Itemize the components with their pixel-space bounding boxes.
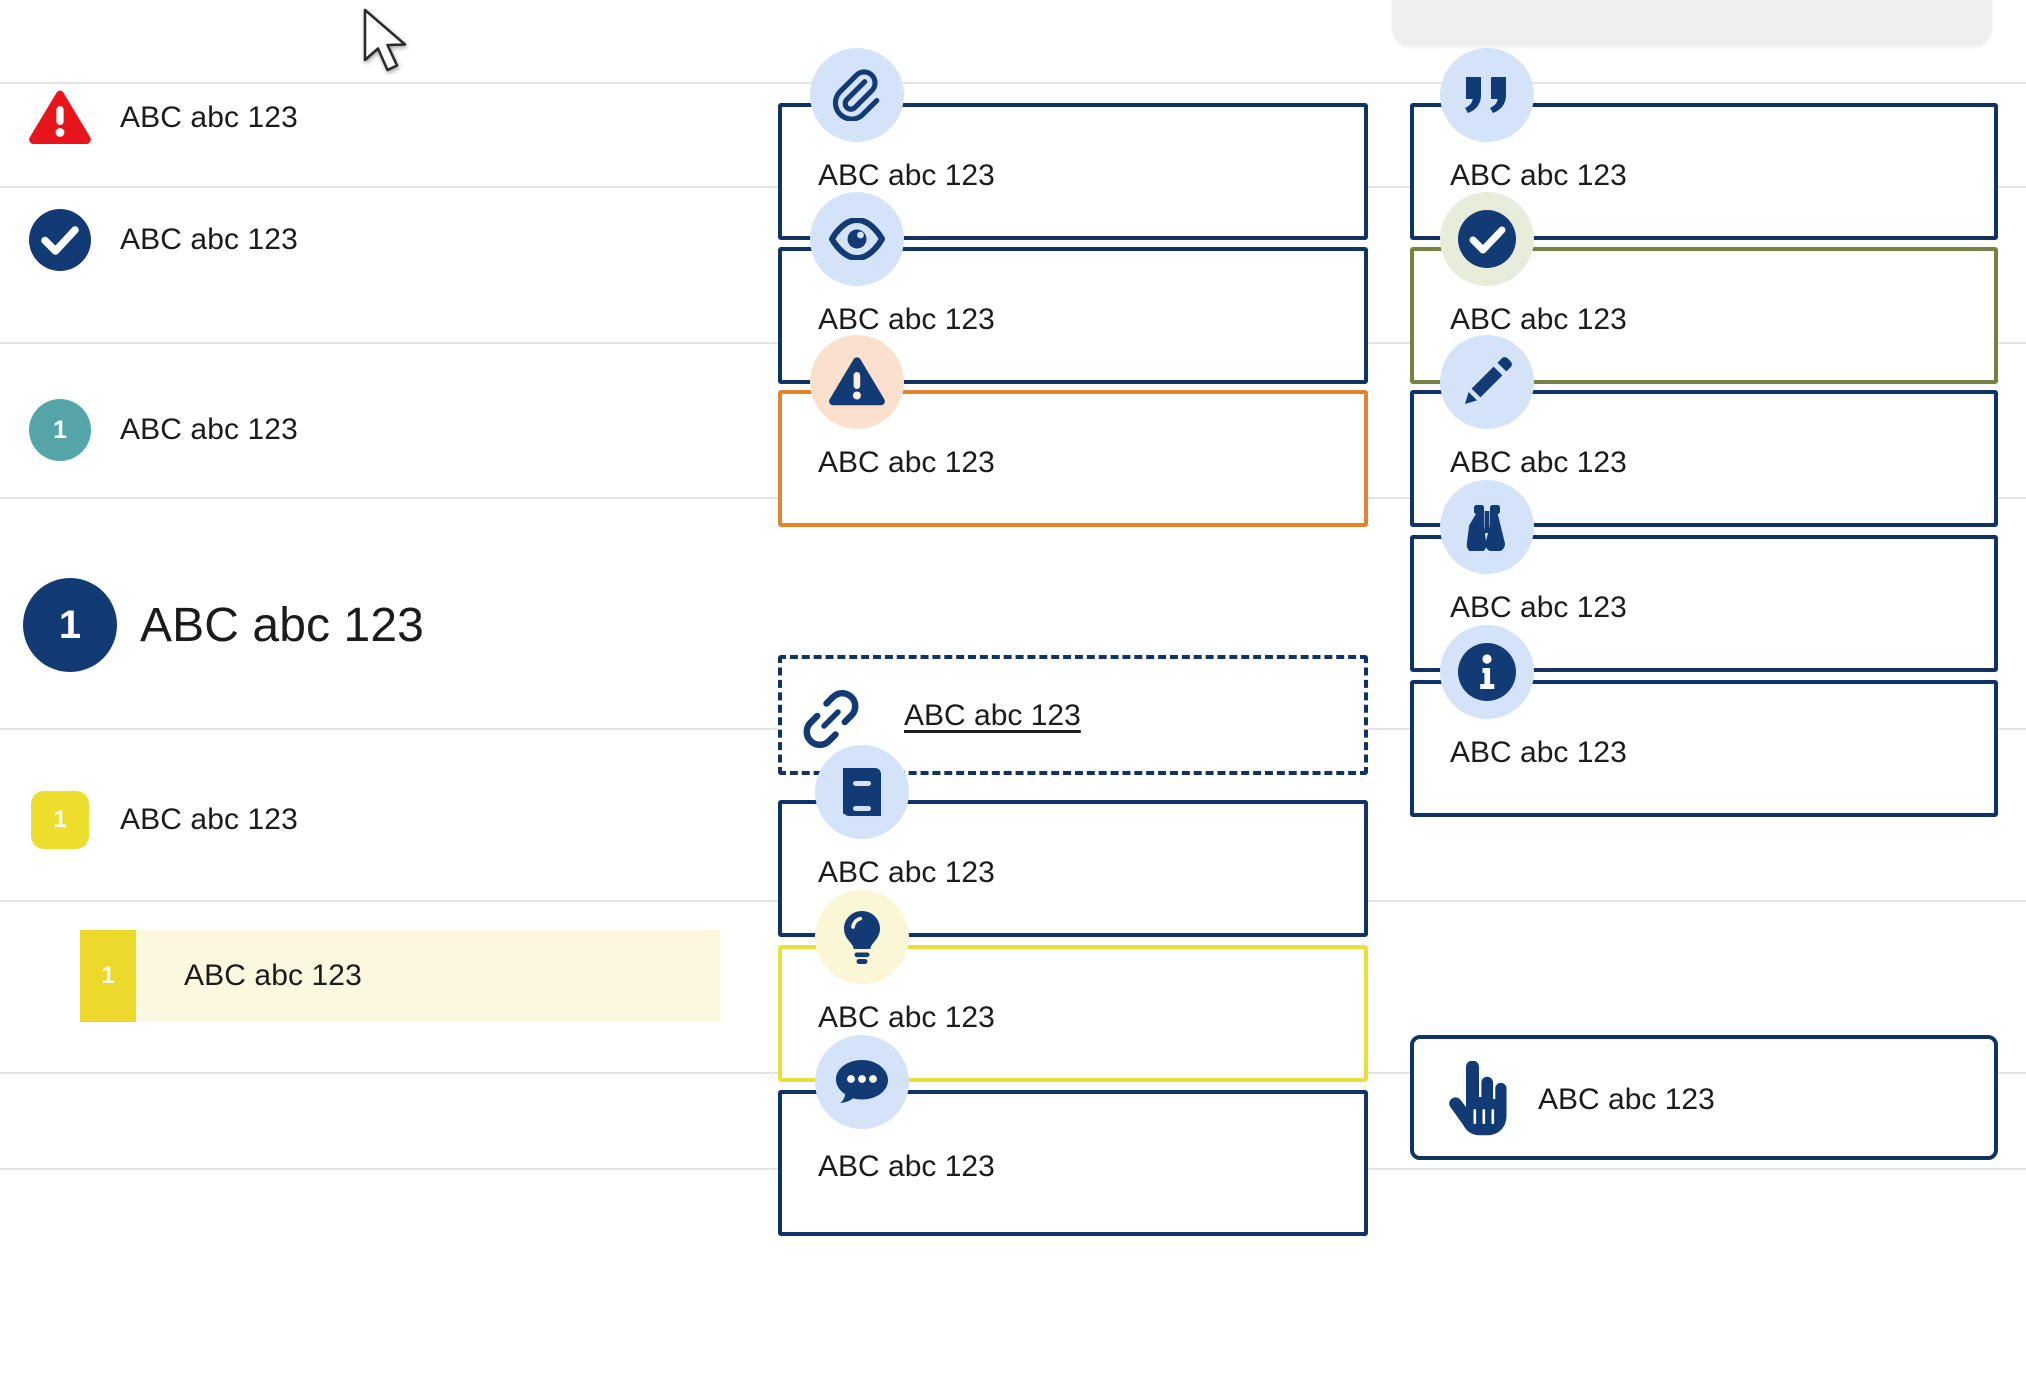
card-label: ABC abc 123	[1450, 159, 1627, 192]
card-label: ABC abc 123	[818, 303, 995, 336]
number-badge-icon: 1	[29, 399, 91, 461]
number-badge-value: 1	[101, 962, 115, 989]
eye-icon	[810, 192, 904, 286]
number-badge-value: 1	[58, 602, 82, 647]
list-item-highlighted[interactable]: 1 ABC abc 123	[80, 930, 720, 1022]
list-item-label: ABC abc 123	[120, 803, 298, 836]
link-chain-icon	[800, 688, 862, 750]
paperclip-icon	[810, 48, 904, 142]
list-item[interactable]: ABC abc 123	[0, 200, 760, 280]
list-item-label: ABC abc 123	[120, 413, 298, 446]
lightbulb-icon	[815, 890, 909, 984]
number-badge-icon: 1	[31, 791, 89, 849]
pencil-icon	[1440, 335, 1534, 429]
number-badge-icon: 1	[23, 578, 117, 672]
chat-bubble-icon	[815, 1035, 909, 1129]
list-item[interactable]: 1 ABC abc 123	[0, 570, 760, 680]
divider-rule	[0, 82, 2026, 84]
card-label: ABC abc 123	[818, 1150, 995, 1183]
check-circle-icon	[1440, 192, 1534, 286]
list-item[interactable]: ABC abc 123	[0, 78, 760, 158]
info-circle-icon	[1440, 625, 1534, 719]
book-icon	[815, 745, 909, 839]
list-item[interactable]: 1 ABC abc 123	[0, 390, 760, 470]
background-panel	[1392, 0, 1992, 46]
card-label: ABC abc 123	[818, 159, 995, 192]
card-label: ABC abc 123	[1450, 446, 1627, 479]
list-item-label: ABC abc 123	[120, 101, 298, 134]
alert-triangle-icon	[810, 335, 904, 429]
card-label: ABC abc 123	[818, 1001, 995, 1034]
list-item-label: ABC abc 123	[120, 223, 298, 256]
warning-triangle-icon	[0, 89, 120, 147]
card-action[interactable]: ABC abc 123	[1410, 1035, 1998, 1160]
list-item-label: ABC abc 123	[140, 598, 424, 652]
list-item[interactable]: 1 ABC abc 123	[0, 785, 760, 855]
mouse-cursor	[362, 8, 414, 81]
left-legend-column: ABC abc 123 ABC abc 123 1 ABC abc 123 1 …	[0, 0, 760, 1392]
card-label: ABC abc 123	[818, 856, 995, 889]
card-label: ABC abc 123	[1450, 591, 1627, 624]
number-badge-value: 1	[53, 806, 67, 833]
list-item-label: ABC abc 123	[184, 959, 362, 992]
binoculars-icon	[1440, 480, 1534, 574]
quote-marks-icon	[1440, 48, 1534, 142]
card-label: ABC abc 123	[1538, 1083, 1715, 1116]
number-badge-value: 1	[53, 415, 67, 444]
pointing-hand-icon	[1442, 1059, 1512, 1139]
card-label: ABC abc 123	[1450, 303, 1627, 336]
number-badge-icon: 1	[80, 930, 136, 1022]
card-link-label[interactable]: ABC abc 123	[904, 699, 1081, 732]
card-label: ABC abc 123	[1450, 736, 1627, 769]
card-label: ABC abc 123	[818, 446, 995, 479]
check-circle-icon	[0, 209, 120, 271]
